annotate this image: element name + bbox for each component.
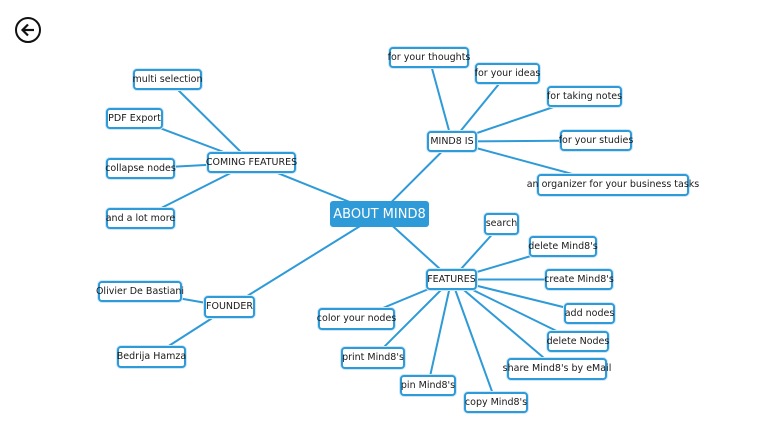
leaf-node-delete-mind8s[interactable]: delete Mind8's <box>528 236 598 257</box>
leaf-node-for-your-ideas[interactable]: for your ideas <box>475 63 540 84</box>
leaf-node-add-nodes[interactable]: add nodes <box>564 303 615 324</box>
back-button[interactable] <box>15 17 41 43</box>
leaf-node-multi-selection[interactable]: multi selection <box>133 69 203 90</box>
leaf-node-create-mind8s[interactable]: create Mind8's <box>544 269 614 290</box>
connector-is-thoughts <box>428 57 453 142</box>
connector-features-pin <box>427 279 453 386</box>
leaf-node-olivier-de-bastiani[interactable]: Olivier De Bastiani <box>96 281 184 302</box>
branch-node-features[interactable]: FEATURES <box>426 269 477 290</box>
leaf-node-delete-nodes[interactable]: delete Nodes <box>547 331 609 352</box>
connector-features-share <box>450 278 558 370</box>
leaf-node-search[interactable]: search <box>484 213 519 235</box>
connector-coming-multi <box>166 78 253 164</box>
leaf-node-business-organizer[interactable]: an organizer for your business tasks <box>527 174 699 196</box>
branch-node-founder[interactable]: FOUNDER <box>204 296 255 318</box>
leaf-node-copy-mind8s[interactable]: copy Mind8's <box>464 392 528 413</box>
leaf-node-pin-mind8s[interactable]: pin Mind8's <box>400 375 456 396</box>
connector-root-founder <box>228 213 381 308</box>
branch-node-coming-features[interactable]: COMING FEATURES <box>206 152 297 173</box>
arrow-left-icon <box>20 23 34 37</box>
leaf-node-and-a-lot-more[interactable]: and a lot more <box>106 208 175 229</box>
connector-features-print <box>372 278 453 359</box>
leaf-node-print-mind8s[interactable]: print Mind8's <box>341 347 405 369</box>
connector-features-copy <box>450 279 497 403</box>
leaf-node-for-taking-notes[interactable]: for taking notes <box>547 86 622 107</box>
root-node[interactable]: ABOUT MIND8 <box>330 201 429 227</box>
leaf-node-color-your-nodes[interactable]: color your nodes <box>317 308 396 330</box>
leaf-node-share-by-email[interactable]: share Mind8's by eMail <box>503 358 611 380</box>
branch-node-mind8-is[interactable]: MIND8 IS <box>427 131 477 152</box>
leaf-node-for-your-thoughts[interactable]: for your thoughts <box>388 47 470 68</box>
connector-is-ideas <box>451 72 509 143</box>
leaf-node-pdf-export[interactable]: PDF Export <box>106 108 163 129</box>
leaf-node-collapse-nodes[interactable]: collapse nodes <box>105 158 176 179</box>
leaf-node-for-your-studies[interactable]: for your studies <box>559 130 633 151</box>
leaf-node-bedrija-hamza[interactable]: Bedrija Hamza <box>117 346 186 368</box>
